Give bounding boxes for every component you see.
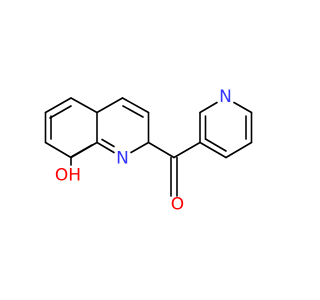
hydroxyl-group-label: OH <box>55 166 81 186</box>
bonds <box>44 97 253 197</box>
bond <box>49 105 72 119</box>
pyridine-nitrogen-label: N <box>219 87 232 107</box>
bond <box>204 138 227 152</box>
bond <box>122 105 144 118</box>
bond <box>44 141 72 159</box>
bond <box>96 141 115 154</box>
bond <box>225 141 253 159</box>
atom-labels: N N O OH <box>55 87 232 215</box>
bond <box>130 141 150 154</box>
bond <box>70 144 93 158</box>
quinoline-nitrogen-label: N <box>116 149 129 169</box>
bond <box>70 97 98 114</box>
carbonyl-oxygen-label: O <box>171 195 184 215</box>
bond <box>101 138 115 148</box>
bond <box>199 101 218 114</box>
bond <box>147 141 175 159</box>
bond <box>121 97 150 114</box>
bond <box>96 97 124 114</box>
bond <box>199 141 227 159</box>
bond <box>173 141 201 159</box>
molecule-structure: N N O OH <box>44 87 253 215</box>
bond <box>44 97 72 114</box>
bond <box>233 101 253 114</box>
